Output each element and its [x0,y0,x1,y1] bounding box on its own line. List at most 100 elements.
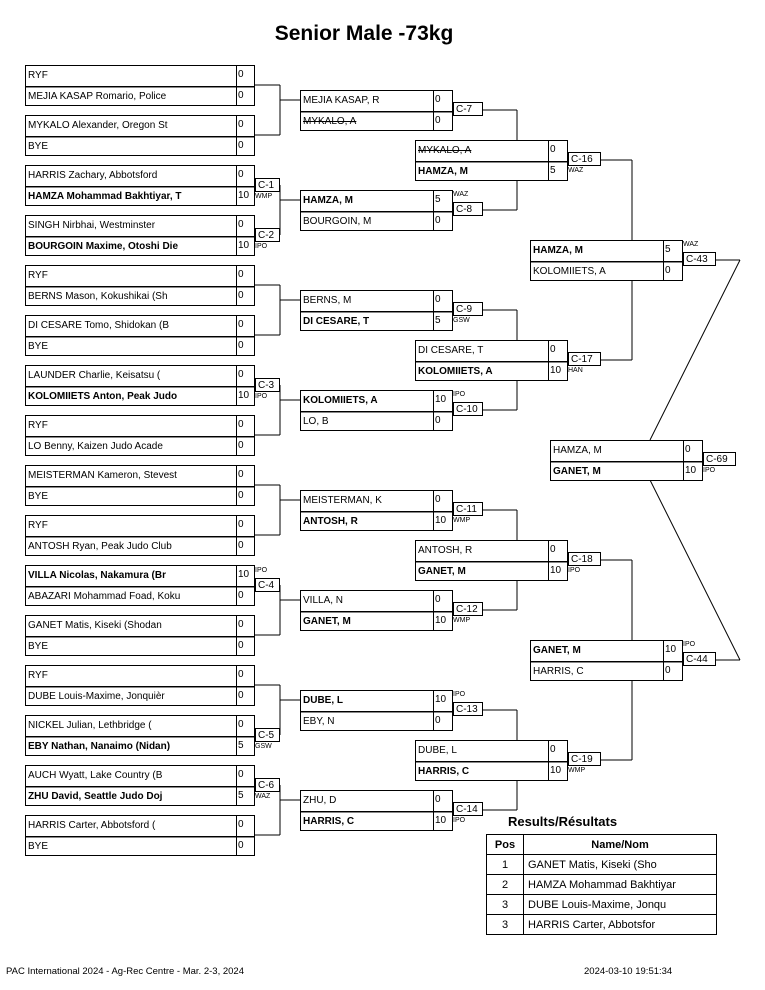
competitor-name: HARRIS Zachary, Abbotsford [28,170,158,181]
win-type: IPO [703,467,716,474]
competitor-name: GANET, M [418,566,466,577]
competitor-score: 10 [548,562,567,581]
competitor-score: 0 [548,141,567,161]
competitor-row: ANTOSH Ryan, Peak Judo Club 0 [26,536,254,556]
match-label: C-5 [255,728,280,742]
competitor-name: GANET, M [303,616,351,627]
competitor-name: RYF [28,670,48,681]
competitor-name: ANTOSH Ryan, Peak Judo Club [28,541,172,552]
competitor-name: RYF [28,520,48,531]
competitor-name: GANET Matis, Kiseki (Shodan [28,620,162,631]
competitor-score: 0 [236,616,254,636]
competitor-score: 0 [683,441,702,461]
competitor-name: EBY Nathan, Nanaimo (Nidan) [28,741,171,752]
competitor-score: 0 [236,416,254,436]
competitor-name: HARRIS, C [418,766,470,777]
competitor-name: MEISTERMAN Kameron, Stevest [28,470,177,481]
competitor-name: RYF [28,70,48,81]
win-type: WMP [453,617,471,624]
competitor-row: RYF 0 [26,666,254,688]
win-type: WMP [255,193,273,200]
competitor-score: 0 [236,837,254,856]
competitor-score: 0 [236,137,254,156]
match-label: C-6 [255,778,280,792]
competitor-name: RYF [28,270,48,281]
match-label: C-16 [568,152,601,166]
competitor-score: 10 [548,362,567,381]
win-type: IPO [255,393,268,400]
competitor-score: 0 [236,466,254,486]
match-label: C-1 [255,178,280,192]
results-header-row: Pos Name/Nom [486,834,717,855]
results-pos: 1 [486,854,524,875]
match-label: C-19 [568,752,601,766]
match-label: C-17 [568,352,601,366]
competitor-score: 0 [236,716,254,736]
match-label: C-8 [453,202,483,216]
match-label: C-3 [255,378,280,392]
competitor-score: 0 [236,287,254,306]
competitor-name: BYE [28,641,49,652]
competitor-score: 0 [236,437,254,456]
results-name: HAMZA Mohammad Bakhtiyar [523,874,717,895]
competitor-score: 5 [433,191,452,211]
win-type: IPO [453,817,466,824]
competitor-score: 5 [236,787,254,806]
competitor-score: 0 [236,537,254,556]
win-type: WAZ [568,167,584,174]
competitor-row: RYF 0 [26,66,254,88]
competitor-name: LO, B [303,416,329,427]
competitor-name: KOLOMIIETS, A [303,395,378,406]
footer-event: PAC International 2024 - Ag-Rec Centre -… [6,966,244,977]
competitor-name: SINGH Nirbhai, Westminster [28,220,156,231]
competitor-score: 0 [236,816,254,836]
win-type: HAN [568,367,583,374]
competitor-row: GANET, M 10 [416,561,567,581]
competitor-score: 10 [548,762,567,781]
competitor-name: RYF [28,420,48,431]
competitor-score: 10 [236,187,254,206]
competitor-score: 0 [236,366,254,386]
competitor-score: 0 [548,341,567,361]
competitor-score: 0 [236,66,254,86]
match-label: C-18 [568,552,601,566]
competitor-name: DUBE Louis-Maxime, Jonquièr [28,691,165,702]
competitor-name: ABAZARI Mohammad Foad, Koku [28,591,181,602]
competitor-row: HARRIS Carter, Abbotsford (0 [26,816,254,838]
competitor-name: DI CESARE, T [418,345,484,356]
win-type: WMP [453,517,471,524]
match-label: C-2 [255,228,280,242]
match-label: C-43 [683,252,716,266]
results-header-pos: Pos [486,834,524,855]
competitor-score: 0 [236,666,254,686]
competitor-name: BYE [28,491,49,502]
